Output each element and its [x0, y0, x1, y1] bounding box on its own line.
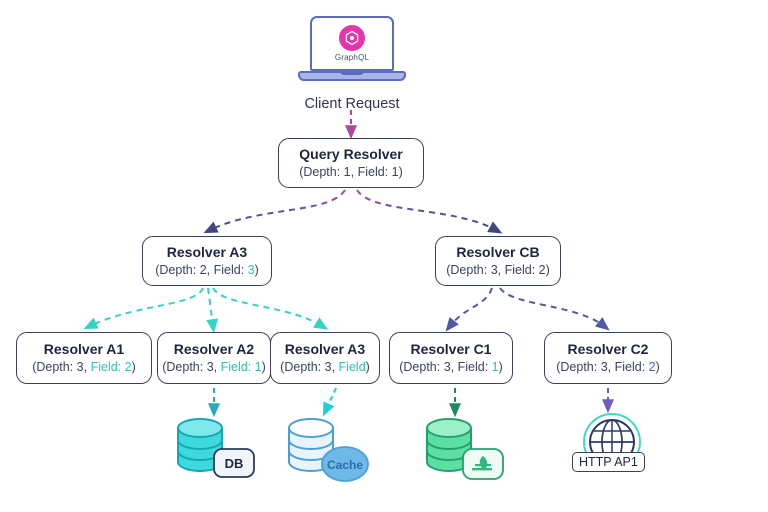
edge-query-to-resolver-a	[203, 189, 346, 234]
node-sub-prefix: (Depth: 3,	[32, 360, 91, 375]
node-title: Resolver A1	[43, 340, 125, 357]
node-sub-suffix: )	[498, 360, 503, 375]
node-sub-suffix: )	[545, 263, 550, 278]
node-resolver-a2[interactable]: Resolver A2 (Depth: 3, Field: 1)	[157, 332, 271, 384]
node-query-resolver[interactable]: Query Resolver (Depth: 1, Field: 1)	[278, 138, 424, 188]
node-subtitle: (Depth: 3, Field: 1)	[162, 359, 266, 375]
client-request-label: Client Request	[304, 96, 400, 112]
node-sub-field: Field: 1	[357, 165, 399, 180]
edge-a-to-a1	[83, 287, 204, 330]
edge-a-to-a3	[212, 287, 329, 330]
node-sub-field: Field: 1	[220, 360, 262, 375]
node-sub-suffix: )	[261, 360, 266, 375]
node-sub-prefix: (Depth: 2, Field:	[155, 263, 248, 278]
node-sub-prefix: (Depth: 1,	[299, 165, 358, 180]
node-subtitle: (Depth: 3, Field: 2)	[556, 359, 660, 375]
node-sub-field: 3	[247, 263, 255, 278]
edge-query-to-resolver-c	[356, 189, 503, 234]
edge-c-to-c1	[445, 287, 493, 332]
node-title: Resolver A3	[166, 243, 248, 260]
laptop-graphql-icon: GraphQL	[298, 16, 406, 88]
node-subtitle: (Depth: 3, Field: 2)	[32, 359, 136, 375]
node-subtitle: (Depth: 1, Field: 1)	[299, 164, 403, 180]
node-sub-suffix: )	[655, 360, 660, 375]
node-sub-suffix: )	[398, 165, 403, 180]
node-sub-prefix: (Depth: 3,	[162, 360, 221, 375]
http-api-globe-icon: HTTP AP1	[564, 408, 660, 486]
node-sub-suffix: )	[365, 360, 370, 375]
node-subtitle: (Depth: 3, Field: 1)	[399, 359, 503, 375]
node-resolver-a1[interactable]: Resolver A1 (Depth: 3, Field: 2)	[16, 332, 152, 384]
mongo-leaf-glyph	[472, 456, 492, 471]
node-sub-field: Field: 2	[90, 360, 132, 375]
graphql-logo-text: GraphQL	[334, 53, 370, 62]
node-subtitle: (Depth: 3, Field: 2)	[446, 262, 550, 278]
node-resolver-c1[interactable]: Resolver C1 (Depth: 3, Field: 1)	[389, 332, 513, 384]
db-badge-text: DB	[225, 456, 244, 471]
node-sub-suffix: )	[131, 360, 136, 375]
node-resolver-a3[interactable]: Resolver A3 (Depth: 3, Field)	[270, 332, 380, 384]
node-sub-suffix: )	[254, 263, 259, 278]
node-sub-field: 2	[648, 360, 656, 375]
node-resolver-c[interactable]: Resolver CB (Depth: 3, Field: 2)	[435, 236, 561, 286]
node-sub-field: 1	[491, 360, 499, 375]
node-title: Resolver A2	[173, 340, 255, 357]
node-resolver-c2[interactable]: Resolver C2 (Depth: 3, Field: 2)	[544, 332, 672, 384]
node-title: Resolver A3	[284, 340, 366, 357]
node-title: Resolver C1	[410, 340, 492, 357]
http-api-label: HTTP AP1	[572, 452, 645, 472]
node-title: Query Resolver	[299, 145, 403, 162]
node-sub-prefix: (Depth: 3, Field: 2	[446, 263, 546, 278]
node-resolver-a[interactable]: Resolver A3 (Depth: 2, Field: 3)	[142, 236, 272, 286]
node-title: Resolver CB	[456, 243, 540, 260]
node-subtitle: (Depth: 2, Field: 3)	[155, 262, 259, 278]
node-sub-field: Field	[338, 360, 366, 375]
node-sub-prefix: (Depth: 3,	[280, 360, 339, 375]
node-sub-prefix: (Depth: 3, Field:	[399, 360, 492, 375]
laptop-notch	[340, 71, 364, 75]
node-sub-prefix: (Depth: 3, Field:	[556, 360, 649, 375]
node-title: Resolver C2	[567, 340, 649, 357]
edge-a-to-a2	[206, 287, 219, 334]
database-db-icon: DB	[172, 414, 268, 492]
edge-a3-to-cache	[323, 387, 337, 417]
database-cache-icon: Cache	[283, 414, 379, 492]
graphql-logo-icon	[339, 25, 365, 51]
cache-badge-text: Cache	[327, 458, 363, 472]
node-subtitle: (Depth: 3, Field)	[280, 359, 370, 375]
client-request-node: GraphQL Client Request	[292, 16, 412, 112]
edge-c-to-c2	[499, 287, 610, 331]
laptop-screen: GraphQL	[310, 16, 394, 71]
database-mongo-icon	[421, 414, 517, 492]
